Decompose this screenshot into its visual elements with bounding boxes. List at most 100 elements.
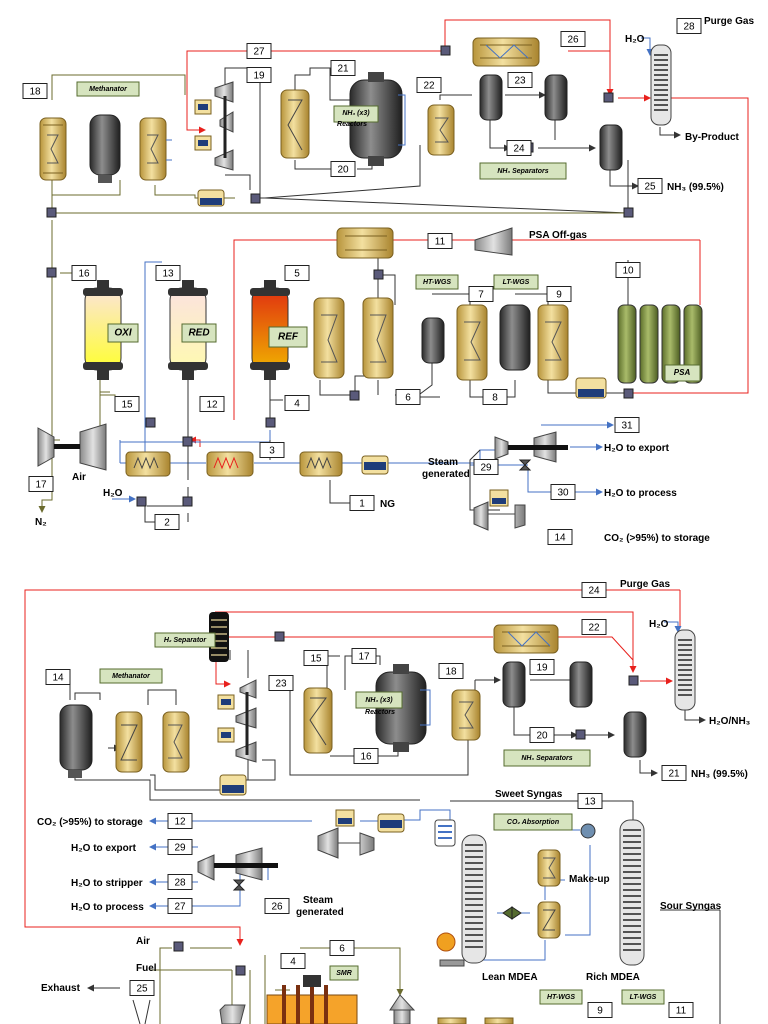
stream-tag-box (506, 140, 532, 156)
stream-number-23: 23 (275, 679, 287, 690)
stream-number-18: 18 (445, 667, 457, 678)
text-h2o-bottom: H₂O (649, 619, 669, 630)
text-h2o-export-bottom: H₂O to export (71, 843, 137, 854)
text-steam-top: Steam (428, 457, 458, 468)
stream-number-6: 6 (405, 393, 411, 404)
psa-bed-1 (617, 304, 637, 384)
label-methanator: Methanator (89, 86, 128, 93)
compressor-19-bottom (214, 149, 234, 171)
stream-number-25: 25 (644, 182, 656, 193)
stream-number-19: 19 (253, 71, 265, 82)
stream-number-2: 2 (164, 518, 170, 529)
stream-number-9: 9 (556, 290, 562, 301)
psa-bed-3 (661, 304, 681, 384)
stream-tag-box (581, 582, 607, 598)
label-smr: SMR (336, 970, 352, 977)
stream-tag-box (353, 748, 379, 764)
label-lt-wgs-bottom: LT-WGS (630, 994, 657, 1001)
label-lt-wgs: LT-WGS (503, 279, 530, 286)
heat-exchanger-18 (39, 117, 67, 181)
stream-tag-box (427, 233, 453, 249)
label-ht-wgs: HT-WGS (423, 279, 451, 286)
stream-number-25: 25 (136, 984, 148, 995)
stream-tag-box (167, 874, 193, 890)
stream-tag-box (482, 389, 508, 405)
stream-number-13: 13 (584, 797, 596, 808)
stream-number-26: 26 (567, 35, 579, 46)
stream-number-12: 12 (206, 400, 218, 411)
stream-tag-box (507, 72, 533, 88)
psa-bed-4 (683, 304, 703, 384)
compressor-19-top (214, 81, 234, 103)
text-ng: NG (380, 499, 395, 510)
stream-tag-box (547, 529, 573, 545)
stream-number-1: 1 (359, 499, 365, 510)
label-nh3-separators: NH₃ Separators (497, 168, 548, 175)
stream-tag-box (45, 669, 71, 685)
stream-tag-box (668, 1002, 694, 1018)
stream-number-28: 28 (683, 22, 695, 33)
text-air-top: Air (72, 472, 86, 483)
stream-number-6: 6 (339, 944, 345, 955)
stream-tag-box (280, 953, 306, 969)
stream-number-18: 18 (29, 87, 41, 98)
stream-tag-box (351, 648, 377, 664)
stream-tag-box (438, 663, 464, 679)
label-h2-separator: H₂ Separator (164, 637, 208, 644)
stream-number-30: 30 (557, 488, 569, 499)
stream-number-22: 22 (423, 81, 435, 92)
label-methanator-bottom: Methanator (112, 673, 151, 680)
stream-tag-box (560, 31, 586, 47)
stream-tag-box (246, 67, 272, 83)
stream-number-11: 11 (676, 1006, 687, 1017)
top-text-labels: Purge Gas H₂O By-Product NH₃ (99.5%) PSA… (35, 16, 754, 544)
stream-tag-box (71, 265, 97, 281)
text-air-bottom: Air (136, 936, 150, 947)
label-oxi: OXI (114, 328, 131, 339)
stream-tag-box (615, 262, 641, 278)
stream-tag-box (154, 514, 180, 530)
stream-tag-box (349, 495, 375, 511)
stream-tag-box (661, 765, 687, 781)
stream-tag-box (330, 161, 356, 177)
stream-number-15: 15 (310, 654, 322, 665)
stream-number-20: 20 (337, 165, 349, 176)
text-lean-mdea: Lean MDEA (482, 972, 538, 983)
text-fuel: Fuel (136, 963, 157, 974)
text-makeup: Make-up (569, 874, 610, 885)
stream-tag-box (330, 60, 356, 76)
stream-tag-box (284, 265, 310, 281)
stream-tag-box (284, 395, 310, 411)
stream-number-15: 15 (121, 400, 133, 411)
text-steam-bottom: Steam (303, 895, 333, 906)
stream-number-26: 26 (271, 902, 283, 913)
label-reactors: Reactors (337, 121, 367, 128)
stream-tag-box (246, 43, 272, 59)
stream-tag-box (529, 727, 555, 743)
text-exhaust: Exhaust (41, 983, 81, 994)
bottom-flowsheet: H₂ Separator Methanator NH₃ (x3) Reactor… (24, 579, 751, 1024)
stream-number-17: 17 (358, 652, 370, 663)
label-nh3-reactors-bottom: NH₃ (x3) (365, 697, 393, 704)
label-ht-wgs-bottom: HT-WGS (547, 994, 575, 1001)
text-h2o-in: H₂O (103, 488, 123, 499)
h2-separator (209, 612, 229, 662)
text-nh3-product-top: NH₃ (99.5%) (667, 182, 724, 193)
stream-tag-box (468, 286, 494, 302)
stream-tag-box (550, 484, 576, 500)
stream-number-29: 29 (480, 463, 492, 474)
stream-number-8: 8 (492, 393, 498, 404)
label-co2-absorption: CO₂ Absorption (507, 819, 559, 826)
label-nh3-reactors: NH₃ (x3) (342, 110, 370, 117)
stream-tag-box (155, 265, 181, 281)
stream-tag-box (546, 286, 572, 302)
stream-number-28: 28 (174, 878, 186, 889)
stream-tag-box (416, 77, 442, 93)
stream-tag-box (473, 459, 499, 475)
stream-tag-box (28, 476, 54, 492)
stream-number-16: 16 (78, 269, 90, 280)
text-h2o-export-top: H₂O to export (604, 443, 670, 454)
